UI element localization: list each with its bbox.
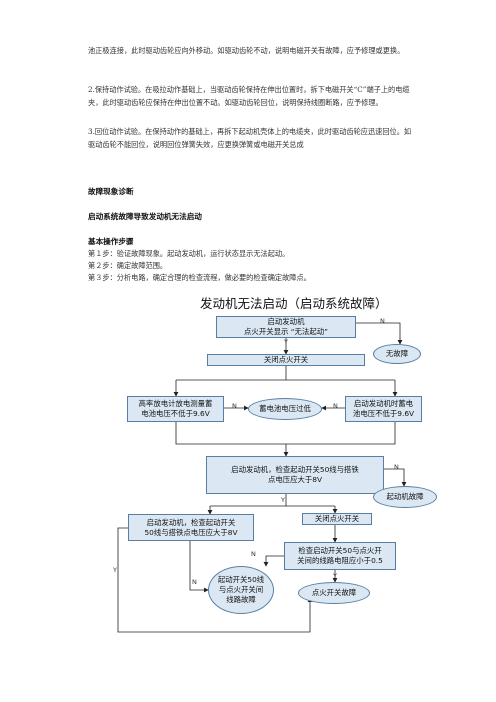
step-2: 第２步：确定故障范围。 <box>88 261 168 270</box>
label-n-6: N <box>192 578 197 586</box>
heading-basic-steps: 基本操作步骤 <box>88 237 134 246</box>
node-no-fault: 无故障 <box>373 344 421 364</box>
heading-start-system: 启动系统故障导致发动机无法启动 <box>88 212 202 221</box>
node-check-50-voltage-b: 启动发动机，检查起动开关 50线与搭铁点电压应大于8V <box>128 514 254 541</box>
node-ignition-fault: 点火开关故障 <box>298 582 370 604</box>
node-check-resistance: 检查启动开关50与点火开 关间的线路电阻应小于0.5 <box>284 542 396 570</box>
node-start-engine: 启动发动机 点火开关显示 “无法起动” <box>216 316 356 338</box>
label-n-2: N <box>232 402 237 410</box>
label-y-2: Y <box>281 496 285 504</box>
paragraph-3: 3.回位动作试验。在保持动作的基础上，再拆下起动机壳体上的电缆夹，此时驱动齿轮应… <box>88 127 412 149</box>
label-y-3: Y <box>333 572 337 580</box>
label-y-1: Y <box>284 338 288 346</box>
label-n-1: N <box>380 317 385 325</box>
node-line-fault: 起动开关50线 与点火开关间 线路故障 <box>208 566 274 614</box>
flowchart-title: 发动机无法启动（启动系统故障） <box>200 296 388 311</box>
node-discharge-test: 高率放电计放电测量蓄 电池电压不低于9.6V <box>127 396 224 422</box>
node-ignition-off: 关闭点火开关 <box>207 354 365 366</box>
label-y-4: Y <box>113 566 117 574</box>
step-3: 第３步：分析电路，确定合理的检查流程，做必要的检查确定故障点。 <box>88 273 311 282</box>
heading-fault-diagnosis: 故障现象诊断 <box>88 187 134 196</box>
label-n-5: N <box>251 550 256 558</box>
node-battery-low: 蓄电池电压过低 <box>248 398 322 420</box>
node-ignition-off-2: 关闭点火开关 <box>302 513 372 525</box>
paragraph-1: 池正极连接，此时驱动齿轮应向外移动。如驱动齿轮不动，说明电磁开关有故障，应予修理… <box>88 46 405 55</box>
paragraph-2: 2.保持动作试验。在吸拉动作基础上，当驱动齿轮保持在伸出位置时，拆下电磁开关“C… <box>88 85 410 107</box>
node-check-50-voltage: 启动发动机，检查起动开关50线与搭铁 点电压应大于8V <box>206 456 384 494</box>
label-n-3: N <box>333 402 338 410</box>
step-1: 第１步：验证故障现象。起动发动机，运行状态显示无法起动。 <box>88 249 290 258</box>
node-starter-fault: 起动机故障 <box>373 486 437 508</box>
node-start-voltage: 启动发动机时蓄电 池电压不低于9.6V <box>345 396 422 422</box>
label-n-4: N <box>394 463 399 471</box>
